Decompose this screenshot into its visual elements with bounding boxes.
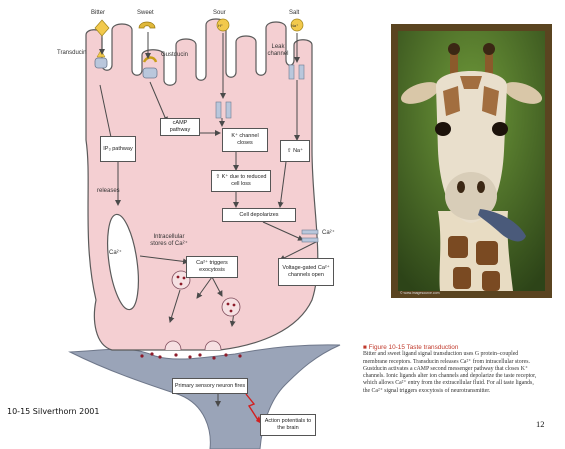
caption-heading: ■ Figure 10-15 Taste transduction (363, 344, 541, 351)
photo-credit: © www.imagesource.com (400, 291, 440, 295)
transducin-label: Transducin (57, 50, 86, 57)
giraffe-photo-frame (391, 24, 552, 298)
leak-channel-label: Leak channel (262, 44, 294, 58)
sour-label: Sour (213, 10, 226, 17)
figure-caption: ■ Figure 10-15 Taste transduction Bitter… (363, 344, 541, 395)
primary-sensory-neuron-box: Primary sensory neuron fires (172, 378, 248, 394)
giraffe-photo (398, 31, 545, 291)
ca-triggers-exocytosis-box: Ca²⁺ triggers exocytosis (186, 256, 238, 278)
salt-symbol: Na⁺ (291, 22, 298, 29)
page-number: 12 (536, 419, 545, 429)
ca-extracellular-label: Ca²⁺ (322, 230, 335, 237)
vesicle (222, 298, 240, 316)
source-credit: 10-15 Silverthorn 2001 (7, 407, 99, 416)
voltage-gated-channels-box: Voltage-gated Ca²⁺ channels open (278, 258, 334, 286)
bitter-label: Bitter (91, 10, 105, 17)
intracellular-stores-label: Intracellular stores of Ca²⁺ (146, 234, 192, 248)
sour-symbol: H⁺ (218, 22, 223, 29)
k-reduced-box: ⇧ K⁺ due to reduced cell loss (211, 170, 271, 192)
caption-body: Bitter and sweet ligand signal transduct… (363, 351, 541, 395)
ca-store-label: Ca²⁺ (109, 250, 122, 257)
k-channel-closes-box: K⁺ channel closes (222, 128, 268, 152)
gustducin-label: Gustducin (161, 52, 188, 59)
action-potentials-box: Action potentials to the brain (260, 414, 316, 436)
releases-label: releases (97, 188, 120, 195)
na-influx-box: ⇧ Na⁺ (280, 140, 310, 162)
camp-pathway-box: cAMP pathway (160, 118, 200, 136)
ip3-pathway-box: IP₃ pathway (100, 136, 136, 162)
sweet-label: Sweet (137, 10, 154, 17)
cell-depolarizes-box: Cell depolarizes (222, 208, 296, 222)
salt-label: Salt (289, 10, 299, 17)
